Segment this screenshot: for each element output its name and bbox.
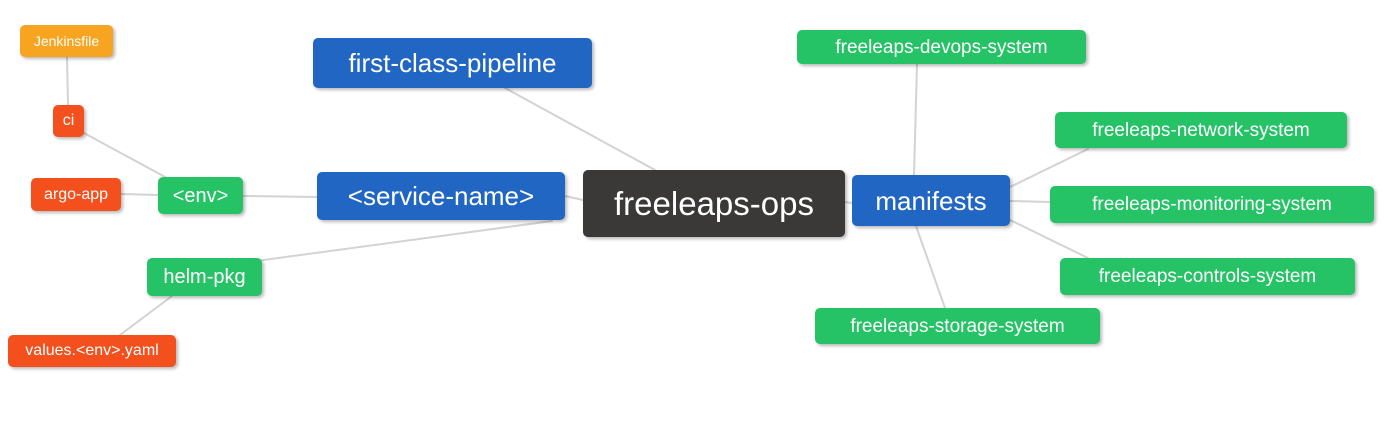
edge-first-class-pipeline--freeleaps-ops <box>504 87 656 171</box>
mindmap-node-values-env-yaml[interactable]: values.<env>.yaml <box>8 335 176 367</box>
mindmap-node-freeleaps-monitoring-system[interactable]: freeleaps-monitoring-system <box>1050 186 1374 223</box>
edge-service-name--helm-pkg <box>255 220 553 262</box>
mindmap-node-env[interactable]: <env> <box>158 177 243 214</box>
mindmap-node-argo-app[interactable]: argo-app <box>31 178 121 211</box>
edge-manifests--freeleaps-controls-system <box>1009 219 1089 259</box>
mindmap-node-freeleaps-controls-system[interactable]: freeleaps-controls-system <box>1060 258 1355 295</box>
edge-manifests--freeleaps-devops-system <box>913 63 918 176</box>
edge-manifests--freeleaps-storage-system <box>915 225 946 309</box>
mindmap-node-freeleaps-storage-system[interactable]: freeleaps-storage-system <box>815 308 1100 344</box>
mindmap-node-first-class-pipeline[interactable]: first-class-pipeline <box>313 38 592 88</box>
mindmap-node-service-name[interactable]: <service-name> <box>317 172 565 220</box>
edge-ci--env <box>83 132 168 179</box>
edge-env--service-name <box>242 195 318 198</box>
edge-manifests--freeleaps-network-system <box>1009 148 1089 188</box>
mindmap-node-freeleaps-ops[interactable]: freeleaps-ops <box>583 170 845 237</box>
mindmap-node-manifests[interactable]: manifests <box>852 175 1010 226</box>
mindmap-node-freeleaps-devops-system[interactable]: freeleaps-devops-system <box>797 30 1086 64</box>
mindmap-node-ci[interactable]: ci <box>53 105 84 137</box>
edge-freeleaps-ops--manifests <box>844 201 853 204</box>
mindmap-node-freeleaps-network-system[interactable]: freeleaps-network-system <box>1055 112 1347 148</box>
mindmap-node-helm-pkg[interactable]: helm-pkg <box>147 258 262 296</box>
edge-manifests--freeleaps-monitoring-system <box>1009 200 1051 203</box>
edge-service-name--freeleaps-ops <box>564 195 584 201</box>
edge-helm-pkg--values-env-yaml <box>119 295 173 336</box>
edge-jenkinsfile--ci <box>66 56 69 106</box>
mindmap-node-jenkinsfile[interactable]: Jenkinsfile <box>20 25 113 57</box>
edge-argo-app--env <box>120 193 159 196</box>
